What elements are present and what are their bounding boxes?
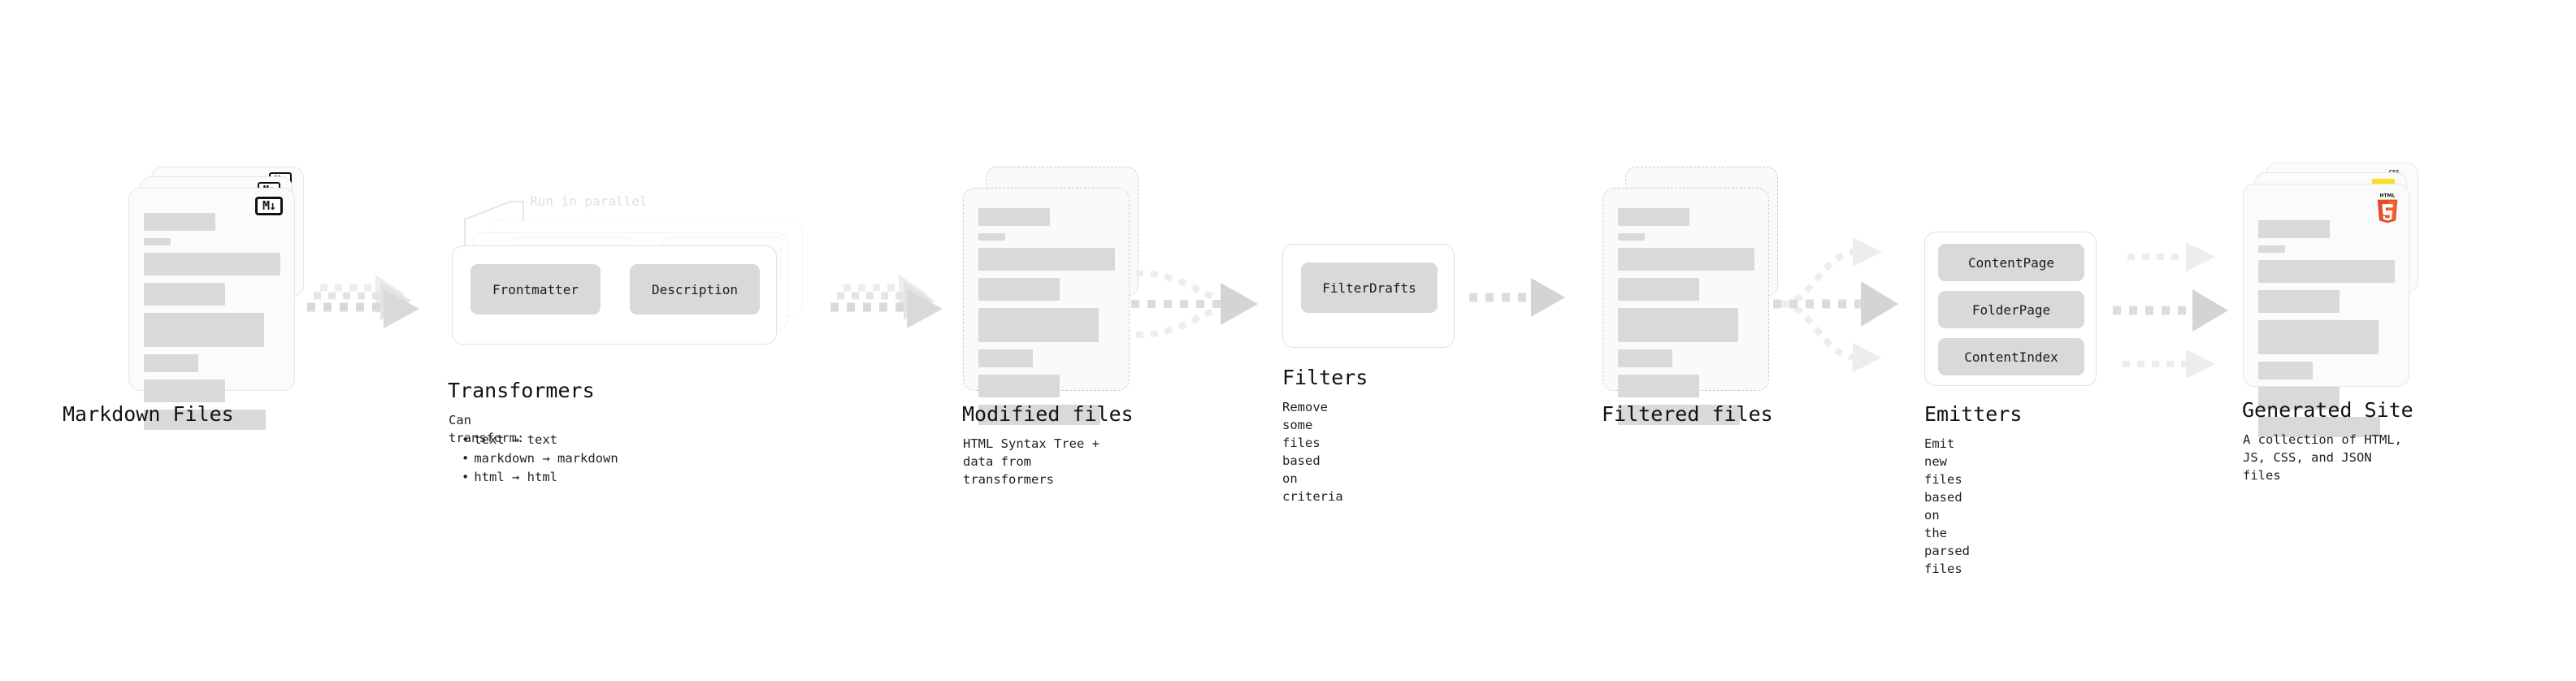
connector-transformers-to-modified bbox=[830, 268, 952, 349]
connector-modified-to-filters bbox=[1131, 258, 1277, 364]
modified-file-stack bbox=[963, 167, 1138, 425]
emitters-box[interactable]: ContentPage FolderPage ContentIndex bbox=[1924, 232, 2097, 386]
stage-title-generated-site: Generated Site bbox=[2242, 398, 2413, 422]
connector-emitters-to-site bbox=[2113, 234, 2259, 388]
stage-title-transformers: Transformers bbox=[448, 379, 595, 402]
stage-caption-filters: Remove some files based on criteria bbox=[1282, 400, 1343, 504]
svg-text:HTML: HTML bbox=[2379, 194, 2395, 199]
document-placeholder-lines bbox=[144, 213, 280, 437]
connector-filters-to-filtered bbox=[1469, 276, 1583, 333]
stage-caption-modified-files: HTML Syntax Tree + data from transformer… bbox=[963, 436, 1099, 487]
stage-filtered-files: Filtered files bbox=[1602, 167, 1778, 426]
run-in-parallel-label: Run in parallel bbox=[530, 193, 648, 209]
bullet-label: html → html bbox=[474, 470, 557, 484]
stage-title-filters: Filters bbox=[1282, 366, 1368, 389]
markdown-icon: M↓ bbox=[255, 197, 283, 215]
parallel-leader-line-icon bbox=[464, 201, 524, 250]
dashed-arrow-merge-icon bbox=[1131, 270, 1258, 338]
transformers-box[interactable]: Frontmatter Description bbox=[452, 245, 777, 345]
document-card-front: HTML bbox=[2243, 184, 2409, 437]
stage-title-filtered-files: Filtered files bbox=[1602, 402, 1773, 426]
bullet-item: •text → text bbox=[462, 432, 557, 447]
bullet-item: •markdown → markdown bbox=[462, 451, 618, 466]
chip-filterdrafts[interactable]: FilterDrafts bbox=[1301, 262, 1438, 313]
bullet-label: markdown → markdown bbox=[474, 451, 618, 466]
bullet-label: text → text bbox=[474, 432, 557, 447]
connector-md-to-transformers bbox=[307, 268, 429, 349]
stage-caption-transformers: Can transform: bbox=[449, 413, 525, 445]
transformer-bullet-list: •text → text •markdown → markdown •html … bbox=[462, 431, 618, 487]
filters-box[interactable]: FilterDrafts bbox=[1282, 244, 1455, 348]
stage-generated-site: CSS HTML bbox=[2242, 163, 2418, 483]
stage-modified-files: Modified files HTML Syntax Tree + data f… bbox=[962, 167, 1138, 487]
stage-title-markdown-files: Markdown Files bbox=[63, 402, 234, 426]
html5-icon: HTML bbox=[2377, 194, 2398, 223]
document-card-front: M↓ bbox=[128, 188, 295, 430]
markdown-file-stack: M↓ M↓ M↓ bbox=[128, 167, 304, 430]
filtered-file-stack bbox=[1602, 167, 1778, 425]
dashed-arrow-stack-icon bbox=[307, 275, 419, 328]
chip-description[interactable]: Description bbox=[630, 264, 760, 314]
stage-title-emitters: Emitters bbox=[1924, 402, 2023, 426]
stage-title-modified-files: Modified files bbox=[962, 402, 1134, 426]
document-placeholder-lines bbox=[2258, 220, 2395, 445]
document-card-front bbox=[1602, 188, 1769, 425]
document-card-front bbox=[963, 188, 1130, 425]
dashed-arrow-icon bbox=[1469, 278, 1565, 317]
chip-contentpage[interactable]: ContentPage bbox=[1938, 244, 2084, 281]
stage-caption-emitters: Emit new files based on the parsed files bbox=[1924, 436, 1970, 576]
chip-contentindex[interactable]: ContentIndex bbox=[1938, 338, 2084, 375]
bullet-item: •html → html bbox=[462, 470, 557, 484]
document-placeholder-lines bbox=[1618, 208, 1754, 432]
generated-site-stack: CSS HTML bbox=[2243, 163, 2418, 437]
stage-caption-generated-site: A collection of HTML, JS, CSS, and JSON … bbox=[2243, 432, 2402, 483]
dashed-arrow-fan-icon bbox=[1773, 237, 1898, 372]
dashed-arrow-stack-icon bbox=[830, 275, 943, 328]
stage-markdown-files: M↓ M↓ M↓ Markdown Files bbox=[63, 167, 304, 430]
chip-folderpage[interactable]: FolderPage bbox=[1938, 291, 2084, 328]
chip-frontmatter[interactable]: Frontmatter bbox=[471, 264, 601, 314]
dashed-arrow-parallel-icon bbox=[2113, 242, 2228, 379]
connector-filtered-to-emitters bbox=[1773, 226, 1928, 380]
document-placeholder-lines bbox=[978, 208, 1115, 432]
